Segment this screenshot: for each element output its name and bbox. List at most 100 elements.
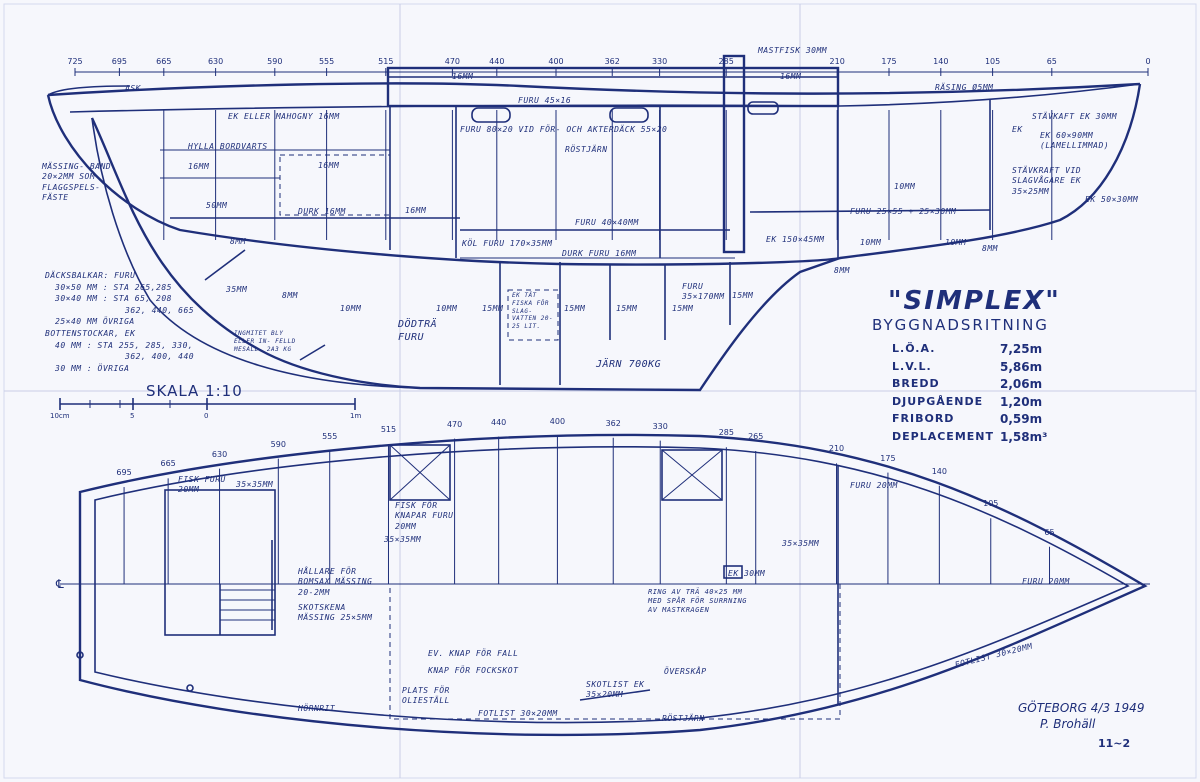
plan-station-label: 630: [211, 449, 228, 459]
floor-line: [749, 209, 991, 213]
plan-station-label: 362: [605, 418, 621, 428]
label-durk-furu: DURK FURU 16mm: [562, 249, 637, 258]
plan-station-label: 175: [880, 453, 896, 463]
note-line: BOTTENSTOCKAR, EK: [45, 329, 136, 338]
station-label: 330: [651, 57, 668, 66]
note-bottenstockar: BOTTENSTOCKAR, EK 40 mm : STA 255, 285, …: [45, 328, 194, 374]
spec-value: 2,06m: [1000, 377, 1043, 391]
label-overskap: ÖVERSKÅP: [664, 667, 707, 676]
label-furu20: FURU 20mm: [850, 481, 898, 490]
plan-view: [60, 433, 1150, 737]
fitting: [76, 651, 84, 659]
scale-tick-label: 0: [204, 412, 209, 420]
mast: [722, 54, 746, 254]
profile-view: [46, 54, 1149, 392]
note-line: 30×40 mm : STA 65, 208: [55, 294, 172, 304]
spec-value: 5,86m: [1000, 359, 1043, 374]
label-jarn: JÄRN 700kg: [596, 359, 662, 370]
label-furu20: FURU 20mm: [1022, 577, 1070, 586]
station-label: 695: [111, 57, 128, 66]
label-dim: 15mm: [482, 304, 504, 313]
hatch: [389, 444, 451, 501]
sheer-line: [47, 82, 1141, 97]
label-dim: 15mm: [732, 291, 754, 300]
label-dim: 8mm: [282, 291, 298, 300]
station-label: 440: [489, 57, 505, 66]
plan-station-label: 140: [931, 466, 947, 476]
label-stavkaft2: STÄVKRAFT VID SLAGVÅGARE EK 35×25mm: [1012, 166, 1082, 196]
rudder-fitting: [204, 249, 246, 281]
label-furu40: FURU 40×40mm: [575, 218, 639, 227]
label-dim: 10mm: [860, 238, 882, 247]
label-furu45: FURU 45×16: [518, 96, 572, 105]
label-skotlist: SKOTLIST EK 35×20mm: [586, 680, 645, 700]
spec-label: DJUPGÅENDE: [892, 394, 984, 408]
station-label: 515: [378, 57, 394, 66]
porthole: [747, 101, 779, 115]
label-fisk-knapar: FISK FÖR KNAPAR FURU 20mm: [395, 501, 454, 531]
label-knap-fock: KNAP FÖR FOCKSKOT: [428, 666, 519, 675]
plan-station-label: 665: [160, 459, 176, 469]
station-label: 555: [318, 57, 335, 66]
spec-label: FRIBORD: [892, 412, 955, 425]
signature-date: GÖTEBORG 4/3 1949: [1018, 701, 1145, 715]
scale-tick-label: 1m: [350, 412, 362, 420]
station-label: 140: [933, 57, 949, 66]
label-dim: 15mm: [616, 304, 638, 313]
label-dim: 16mm: [405, 206, 427, 215]
scale-tick-label: 5: [130, 412, 135, 420]
drawing-subtitle: BYGGNADSRITNING: [872, 316, 1049, 334]
spec-label: L.Ö.A.: [892, 342, 936, 355]
plan-station-label: 400: [549, 417, 566, 427]
station-label: 362: [604, 57, 620, 66]
note-line: 40 mm : STA 255, 285, 330,: [55, 340, 194, 350]
spec-value: 1,58m³: [1000, 429, 1048, 444]
label-hallare: HÅLLARE FÖR BOMSAX MÄSSING 20-2mm: [298, 567, 373, 597]
plan-station-label: 555: [322, 432, 338, 442]
profile-station-ticks: [74, 68, 1149, 76]
plan-station-label: 695: [116, 468, 132, 478]
label-fisk: FISK FURU 20mm: [178, 475, 226, 495]
label-dim: 10mm: [945, 238, 967, 247]
porthole: [609, 107, 649, 123]
label-dim: 8mm: [982, 244, 998, 253]
label-stavkaft: STÄVKAFT EK 30mm: [1032, 112, 1118, 121]
plan-station-label: 265: [748, 431, 764, 441]
label-dim: 35×35mm: [384, 535, 422, 544]
label-inomitet: INGMITET BLY ELLER IN- FELLD MESALL- 2A3…: [234, 330, 296, 353]
signature-name: P. Brohäll: [1040, 717, 1096, 731]
label-furu80: FURU 80×20 VID FÖR- OCH AKTERDÄCK 55×20: [460, 125, 668, 134]
deck-outline: [78, 433, 1148, 737]
plan-station-label: 440: [491, 417, 507, 427]
label-dim: 16mm: [780, 72, 802, 81]
drawing-title: "SIMPLEX": [888, 286, 1061, 316]
station-label: 0: [1145, 57, 1151, 66]
label-dim: 10mm: [340, 304, 362, 313]
plan-station-label: 65: [1044, 527, 1055, 537]
label-ek50: EK 50×30mm: [1085, 195, 1139, 204]
note-line: 30×50 mm : STA 265,285: [55, 282, 172, 292]
label-plats: PLATS FÖR OLIESTÄLL: [402, 686, 450, 706]
scale-bar: [59, 398, 356, 410]
spec-value: 0,59m: [1000, 412, 1043, 426]
keel-line: [90, 117, 841, 392]
label-rostjarn: RÖSTJÄRN: [662, 714, 705, 723]
label-ring: RING AV TRÄ 40×25 mm MED SPÅR FÖR SURRNI…: [648, 588, 748, 615]
label-dim: 8mm: [230, 237, 246, 246]
plan-station-label: 470: [446, 419, 463, 429]
centerline-symbol: ℄: [56, 577, 64, 591]
label-hornrit: HÖRNRIT: [298, 704, 336, 713]
label-rasing: RÄSING Ø5mm: [935, 83, 994, 92]
label-dim: 8mm: [834, 266, 850, 275]
label-dim: 35mm: [226, 285, 248, 294]
note-line: 25×40 mm ÖVRIGA: [55, 317, 135, 327]
inner-outline: [94, 446, 1130, 724]
hatch: [661, 449, 723, 501]
spec-label: L.V.L.: [892, 359, 932, 373]
station-label: 65: [1046, 57, 1057, 66]
label-mastfisk: MASTFISK 30mm: [758, 46, 828, 55]
hull-line: [46, 83, 1142, 266]
bilge-tank: [507, 289, 559, 341]
